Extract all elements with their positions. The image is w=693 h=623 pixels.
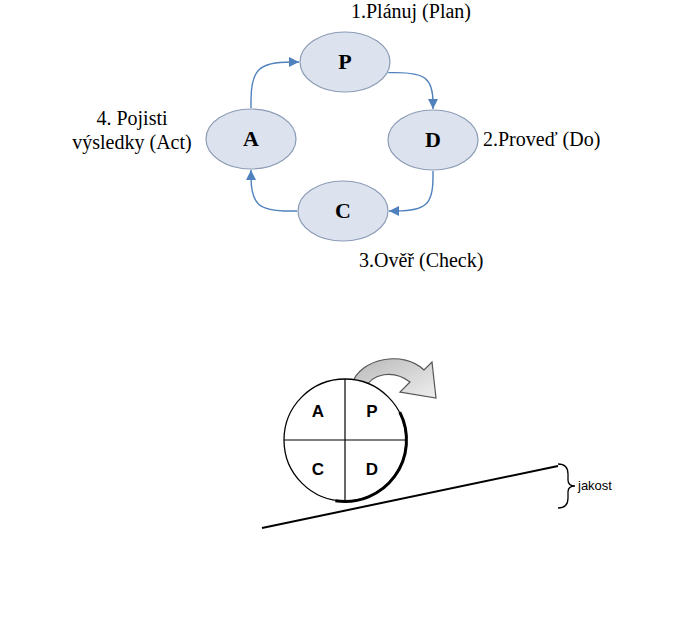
cycle-arrow	[389, 171, 433, 211]
axis-label: jakost	[578, 478, 612, 494]
phase-letter: D	[425, 127, 441, 153]
phase-ellipse: 1.Plánuj (Plan)P	[299, 31, 391, 93]
quadrant-letter: A	[312, 402, 324, 422]
phase-label: 3.Ověř (Check)	[359, 248, 483, 272]
phase-ellipse: 2.Proveď (Do)D	[387, 109, 479, 171]
brace	[558, 464, 575, 508]
phase-label: 1.Plánuj (Plan)	[351, 0, 471, 23]
cycle-arrow	[251, 62, 299, 108]
phase-letter: C	[335, 198, 351, 224]
phase-letter: A	[243, 126, 259, 152]
phase-ellipse: 4. Pojisti výsledky (Act)A	[205, 108, 297, 170]
pdca-wheel: A P C D	[282, 377, 408, 503]
phase-label: 4. Pojisti výsledky (Act)	[65, 106, 199, 154]
cycle-arrow	[388, 73, 433, 109]
cycle-arrow	[251, 170, 297, 211]
quadrant-letter: C	[312, 460, 324, 480]
quadrant-letter: D	[366, 460, 378, 480]
phase-letter: P	[338, 49, 351, 75]
phase-label: 2.Proveď (Do)	[483, 127, 600, 151]
wheel-outline	[282, 377, 408, 503]
quadrant-letter: P	[366, 402, 377, 422]
phase-ellipse: 3.Ověř (Check)C	[297, 180, 389, 242]
